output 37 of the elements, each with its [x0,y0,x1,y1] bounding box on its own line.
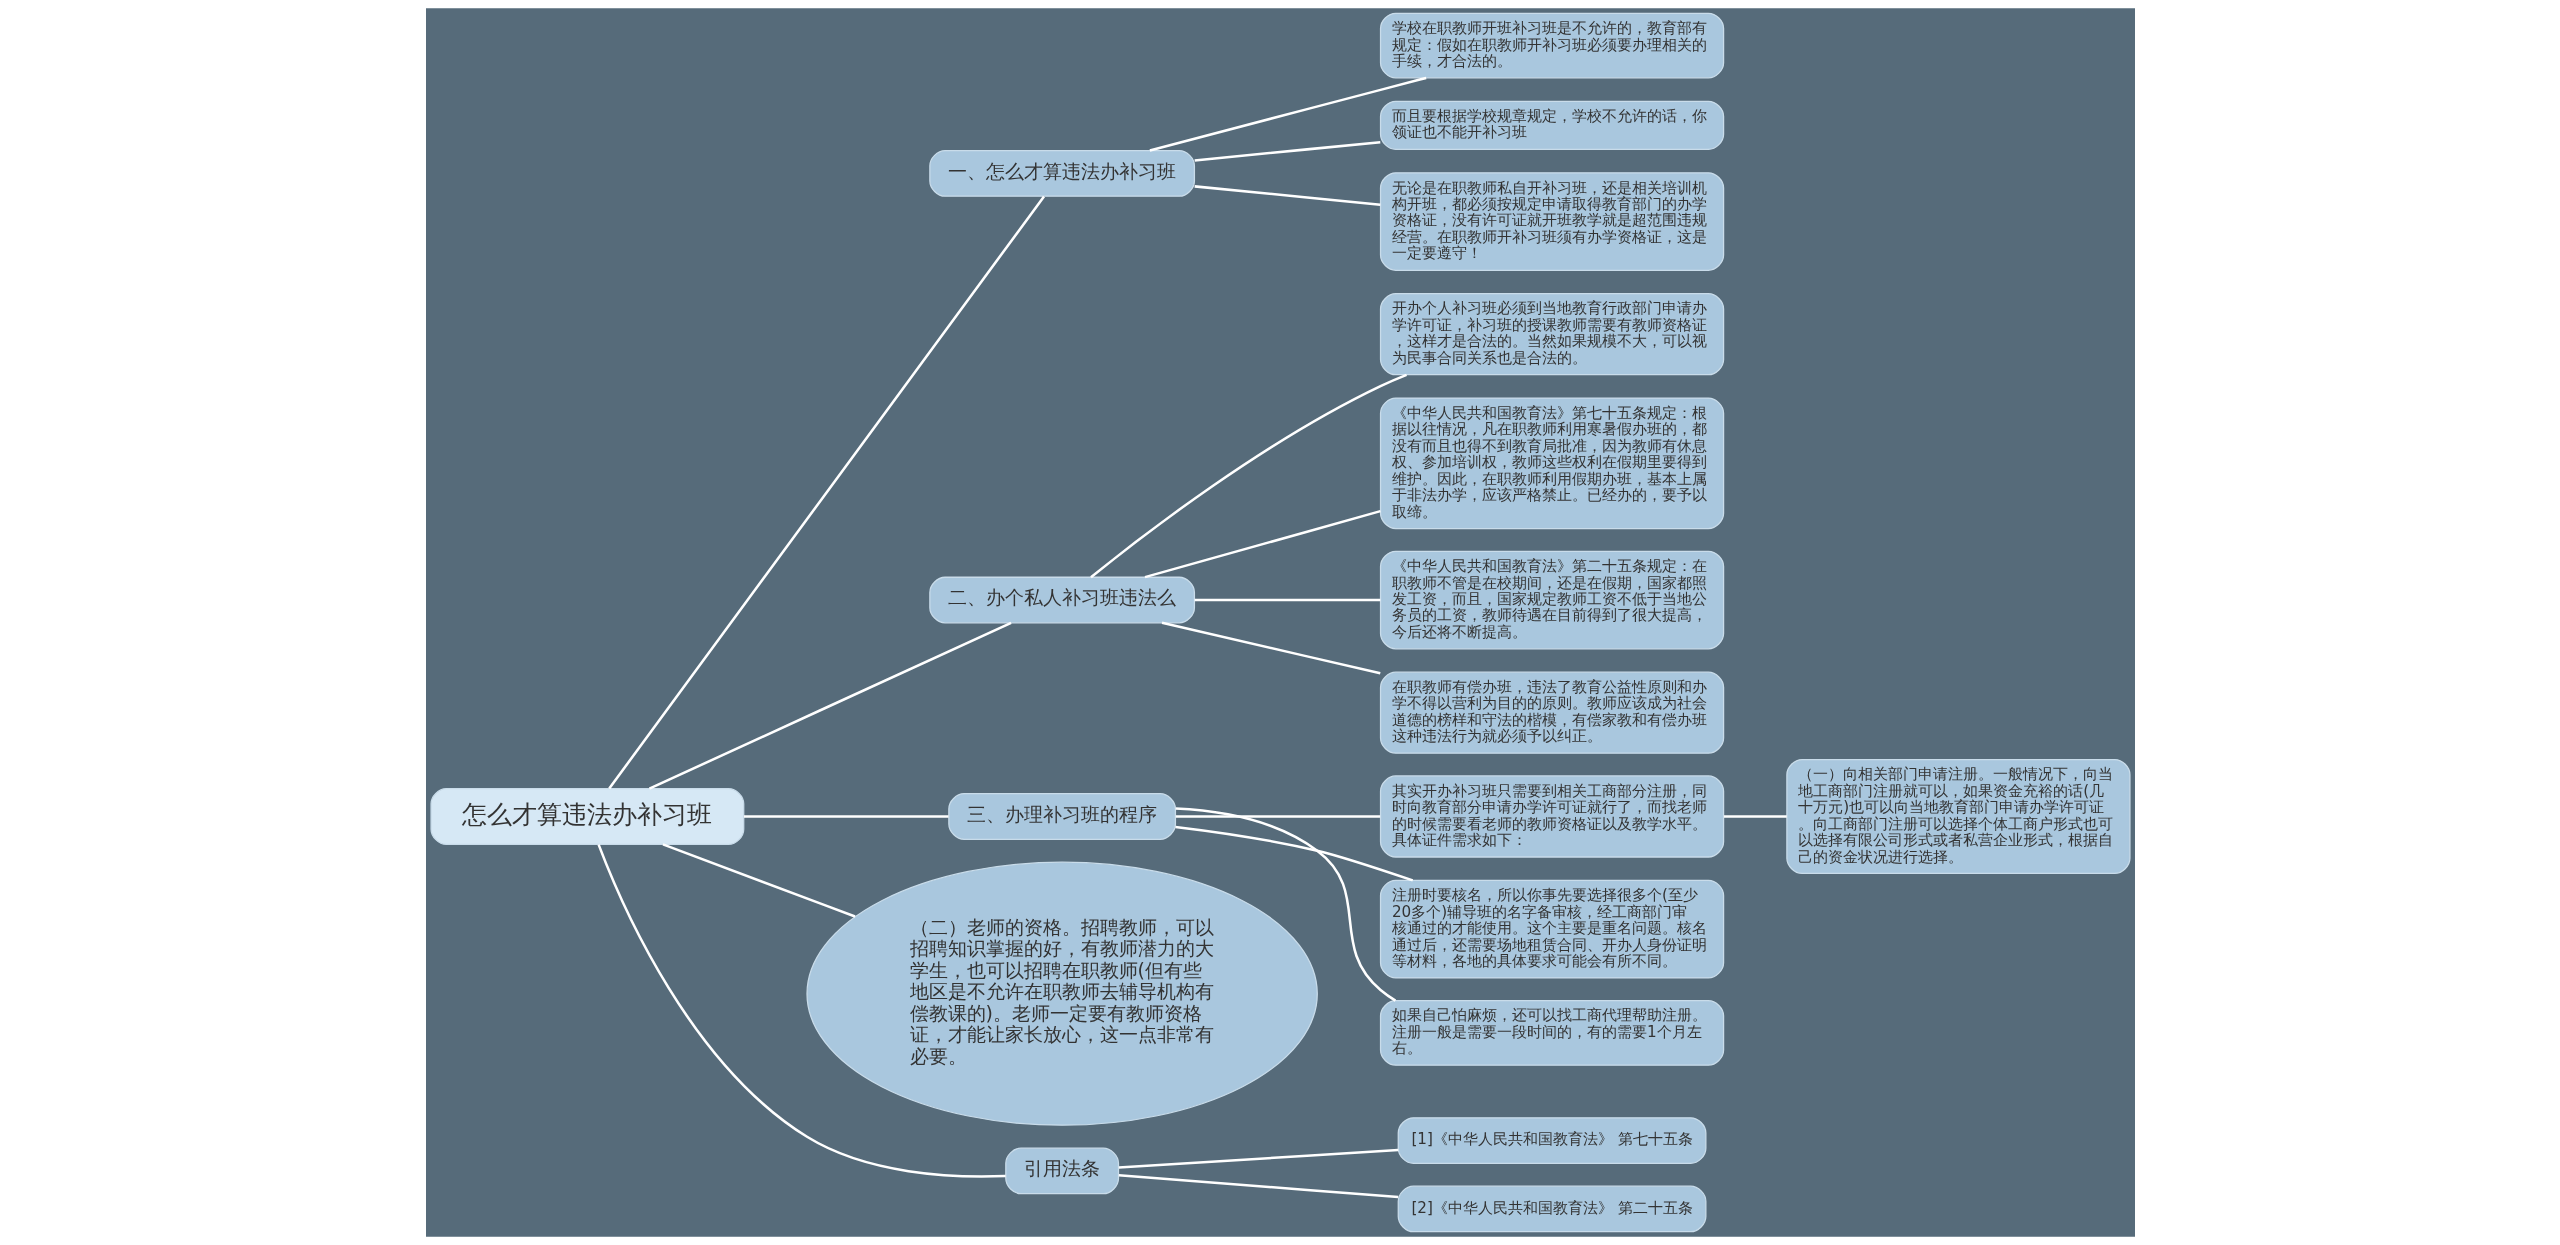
connector [607,195,1045,790]
node-box: [2]《中华人民共和国教育法》 第二十五条 [1397,1185,1706,1233]
node-box: 怎么才算违法办补习班 [429,788,744,845]
node-box: 其实开办补习班只需要到相关工商部分注册，同时向教育部分申请办学许可证就行了，而找老师的时候需要看老师的教师资格证以及教学水平。具体证件需求如下： [1379,775,1724,858]
node-box: 而且要根据学校规章规定，学校不允许的话，你领证也不能开补习班 [1379,100,1724,150]
connector [1175,807,1396,1002]
connector [1194,185,1380,206]
node-box: 《中华人民共和国教育法》第七十五条规定：根据以往情况，凡在职教师利用寒暑假办班的，都没有而且也得不到教育局批准，因为教师有休息权、参加培训权，教师这些权利在假期里要得到维护。因此，在职教师利用假期办班，基本上属于非法办学，应该严格禁止。已经办的，要予以取缔。 [1379,397,1724,530]
connector [1194,140,1380,162]
node-box: [1]《中华人民共和国教育法》 第七十五条 [1397,1117,1706,1164]
node-box: 三、办理补习班的程序 [947,793,1176,840]
node-box: 引用法条 [1004,1147,1119,1195]
node-box: （一）向相关部门申请注册。一般情况下，向当地工商部门注册就可以，如果资金充裕的话(几十万元)也可以向当地教育部门申请办学许可证。向工商部门注册可以选择个体工商户形式也可以选择有限公司形式或者私营企业形式，根据自己的资金状况进行选择。 [1785,758,2131,875]
connector [743,815,948,818]
node-box: 如果自己怕麻烦，还可以找工商代理帮助注册。注册一般是需要一段时间的，有的需要1个月左右。 [1379,1000,1724,1066]
connector [662,843,855,918]
node-box: 注册时要核名，所以你事先要选择很多个(至少20多个)辅导班的名字备审核，经工商部门审核通过的才能使用。这个主要是重名问题。核名通过后，还需要场地租赁合同、开办人身份证明等材料，各地的具体要求可能会有所不同。 [1379,879,1724,979]
connector [1175,815,1380,818]
node-ellipse: （二）老师的资格。招聘教师，可以招聘知识掌握的好，有教师潜力的大学生，也可以招聘在职教师(但有些地区是不允许在职教师去辅导机构有偿教课的)。老师一定要有教师资格证，才能让家长放心，这一点非常有必要。 [805,861,1318,1126]
connector [1118,1148,1398,1169]
connector [1194,598,1380,602]
connector [1149,76,1426,152]
node-box: 二、办个私人补习班违法么 [928,576,1195,624]
node-box: 《中华人民共和国教育法》第二十五条规定：在职教师不管是在校期间，还是在假期，国家都照发工资，而且，国家规定教师工资不低于当地公务员的工资，教师待遇在目前得到了很大提高，今后还将不断提高。 [1379,550,1724,650]
node-box: 开办个人补习班必须到当地教育行政部门申请办学许可证，补习班的授课教师需要有教师资格证，这样才是合法的。当然如果规模不大，可以视为民事合同关系也是合法的。 [1379,293,1724,376]
node-box: 无论是在职教师私自开补习班，还是相关培训机构开班，都必须按规定申请取得教育部门的办学资格证，没有许可证就开班教学就是超范围违规经营。在职教师开补习班须有办学资格证，这是一定要遵守！ [1379,172,1724,271]
connector [648,621,1012,790]
node-box: 在职教师有偿办班，违法了教育公益性原则和办学不得以营利为目的的原则。教师应该成为社会道德的榜样和守法的楷模，有偿家教和有偿办班这种违法行为就必须予以纠正。 [1379,671,1724,754]
connector [1174,825,1413,882]
connector [596,844,1006,1178]
connector [1089,373,1407,579]
connector [1118,1174,1398,1199]
connector [1144,509,1381,579]
connector [1723,815,1787,818]
node-box: 一、怎么才算违法办补习班 [928,150,1195,197]
connector [1161,621,1381,675]
node-box: 学校在职教师开班补习班是不允许的，教育部有规定：假如在职教师开补习班必须要办理相关的手续，才合法的。 [1379,12,1724,79]
